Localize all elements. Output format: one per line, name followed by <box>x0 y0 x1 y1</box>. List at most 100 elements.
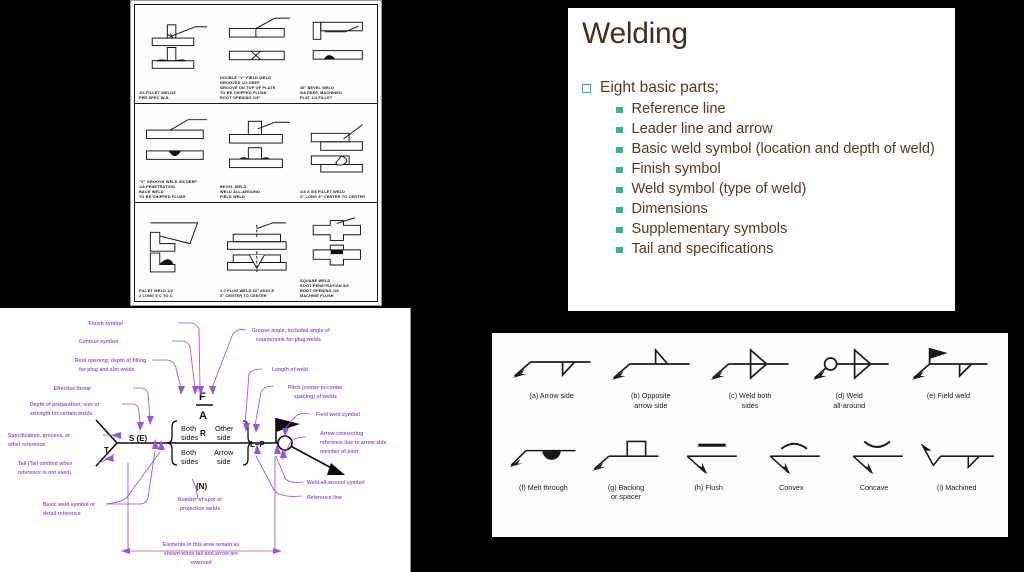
bullet-level2: Supplementary symbols <box>580 221 949 239</box>
bullet-level2-label: Leader line and arrow <box>631 120 773 137</box>
hollow-square-bullet-icon <box>582 83 591 93</box>
filled-square-bullet-icon <box>616 246 623 254</box>
symbol-label: (f) Melt through <box>518 482 568 492</box>
symbol-label: (a) Arrow side <box>529 391 574 400</box>
weld-example-caption: BEVEL WELD WELD ALL-AROUND FIELD WELD <box>219 184 260 199</box>
slide-title: Welding <box>582 17 688 50</box>
weld-example-cell: DOUBLE "V" FIELD WELD GROOVED 1/4 DEEP G… <box>216 5 297 103</box>
weld-example-caption: DOUBLE "V" FIELD WELD GROOVED 1/4 DEEP G… <box>219 75 276 100</box>
weld-example-cell: 45° BEVEL WELD 5/8 DEEP, MACHINED FLAT 1… <box>296 5 377 103</box>
weld-all-around-icon <box>800 344 899 388</box>
melt-through-icon <box>502 436 585 480</box>
filled-square-bullet-icon <box>616 206 623 214</box>
square-weld-drawing <box>300 206 374 279</box>
symbol-weld-all-around: (d) Weld all-around <box>800 344 899 436</box>
machined-icon <box>915 436 998 480</box>
bevel-weld-drawing <box>300 8 374 86</box>
corner-fillet-weld-drawing <box>139 206 213 289</box>
weld-examples-panel: 1/4 FILLET WELDS PER SPEC W-8. <box>130 0 382 306</box>
symbol-concave: Concave <box>833 436 916 528</box>
symbol-backing-or-spacer: (g) Backing or spacer <box>585 436 668 528</box>
filled-square-bullet-icon <box>616 106 623 114</box>
bullet-level2-label: Dimensions <box>631 200 708 217</box>
tail-glyph: T <box>104 446 109 455</box>
weld-examples-row: "V" GROOVE WELD 5/8 DEEP 1/8 PENETRATION… <box>135 104 377 203</box>
intermittent-fillet-weld-drawing <box>300 107 374 190</box>
symbol-label: (i) Machined <box>936 482 977 492</box>
symbol-label: (e) Field weld <box>926 391 970 400</box>
length-of-weld-annotation: Length of weld <box>272 367 308 373</box>
symbol-chart-row: (a) Arrow side (b) Opposite arrow side <box>502 344 998 436</box>
contour-symbol-annotation: Contour symbol <box>79 339 119 345</box>
fillet-weld-drawing <box>139 8 213 91</box>
arrow-side-icon <box>502 344 601 388</box>
weld-example-cell: BEVEL WELD WELD ALL-AROUND FIELD WELD <box>216 104 297 202</box>
symbol-machined: (i) Machined <box>915 436 998 528</box>
weld-example-cell: "V" GROOVE WELD 5/8 DEEP 1/8 PENETRATION… <box>135 104 216 202</box>
v-groove-weld-drawing <box>139 107 213 180</box>
contour-symbol-glyph: A <box>199 410 207 422</box>
root-opening-glyph: R <box>200 429 206 438</box>
bullet-level2-label: Weld symbol (type of weld) <box>631 180 807 197</box>
weld-example-cell: 1/4 FILLET WELDS PER SPEC W-8. <box>135 5 216 103</box>
plug-weld-drawing <box>220 206 294 289</box>
welding-slide-panel: Welding Eight basic parts; Reference lin… <box>568 8 955 311</box>
opposite-arrow-side-icon <box>601 344 700 388</box>
symbol-opposite-arrow-side: (b) Opposite arrow side <box>601 344 700 436</box>
bullet-level2-label: Basic weld symbol (location and depth of… <box>631 140 935 157</box>
symbol-chart-grid: (a) Arrow side (b) Opposite arrow side <box>498 339 1002 531</box>
concave-icon <box>833 436 916 480</box>
weld-example-cell: 1/4 X 5/8 FILLET WELD 2" LONG 5" CENTER … <box>296 104 377 202</box>
filled-square-bullet-icon <box>616 186 623 194</box>
weld-example-caption: 1/4 X 5/8 FILLET WELD 2" LONG 5" CENTER … <box>300 189 366 199</box>
weld-example-cell: FILLET WELD 1/2 2 LONG 5 C TO C <box>135 203 216 301</box>
symbol-label: (c) Weld both sides <box>728 391 772 410</box>
double-v-field-weld-drawing <box>220 8 294 76</box>
weld-example-cell: 1.0 PLUG WELD 60° ANGLE 3" CENTER TO CEN… <box>216 203 297 301</box>
weld-example-caption: SQUARE WELD ROOT PENETRATION 5/8 ROOT OP… <box>300 278 350 298</box>
weld-example-cell: SQUARE WELD ROOT PENETRATION 5/8 ROOT OP… <box>296 203 377 301</box>
weld-example-caption: 1.0 PLUG WELD 60° ANGLE 3" CENTER TO CEN… <box>219 288 274 298</box>
weld-example-caption: 1/4 FILLET WELDS PER SPEC W-8. <box>139 90 176 100</box>
bullet-level2: Finish symbol <box>580 161 949 179</box>
bevel-all-around-drawing <box>220 107 294 185</box>
filled-square-bullet-icon <box>616 126 623 134</box>
bullet-level2: Dimensions <box>580 201 949 219</box>
slide-bullet-list: Eight basic parts; Reference line Leader… <box>580 79 949 259</box>
weld-all-around-annotation: Weld-all-around symbol <box>307 480 365 486</box>
bullet-level2-label: Finish symbol <box>631 160 721 177</box>
flush-icon <box>667 436 750 480</box>
bullet-level2-label: Tail and specifications <box>631 240 774 257</box>
symbol-melt-through: (f) Melt through <box>502 436 585 528</box>
weld-example-caption: "V" GROOVE WELD 5/8 DEEP 1/8 PENETRATION… <box>139 179 198 199</box>
convex-icon <box>750 436 833 480</box>
reference-line-annotation: Reference line <box>307 495 342 501</box>
bullet-level2: Reference line <box>580 101 949 119</box>
finish-symbol-annotation: Finish symbol <box>89 321 124 327</box>
symbol-label: (h) Flush <box>694 482 723 492</box>
finish-symbol-glyph: F <box>199 391 206 403</box>
weld-examples-row: 1/4 FILLET WELDS PER SPEC W-8. <box>135 5 377 104</box>
symbol-label: (g) Backing or spacer <box>607 482 645 502</box>
weld-example-caption: 45° BEVEL WELD 5/8 DEEP, MACHINED FLAT 1… <box>300 85 343 100</box>
symbol-chart-row: (f) Melt through (g) Backing or spacer <box>502 436 998 528</box>
bullet-level2: Tail and specifications <box>580 241 949 259</box>
symbol-weld-both-sides: (c) Weld both sides <box>700 344 799 436</box>
bullet-level2: Weld symbol (type of weld) <box>580 181 949 199</box>
symbol-field-weld: (e) Field weld <box>899 344 998 436</box>
length-pitch-glyph: L–P <box>250 440 265 449</box>
symbol-label: (b) Opposite arrow side <box>631 391 671 410</box>
filled-square-bullet-icon <box>616 166 623 174</box>
